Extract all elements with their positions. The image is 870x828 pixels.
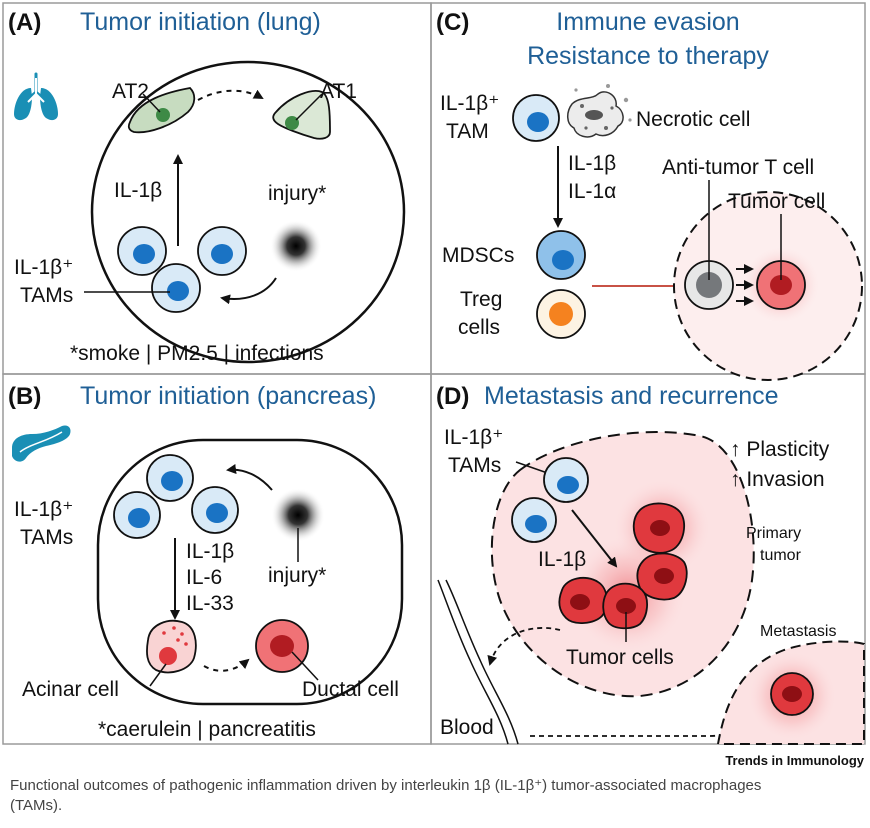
tumor-cell xyxy=(632,502,686,554)
acinar-to-ductal-arrow xyxy=(203,658,250,672)
panel-a-title: Tumor initiation (lung) xyxy=(80,8,321,36)
tumor-cell xyxy=(756,260,806,310)
ductal-pointer xyxy=(291,651,319,681)
injury-spot xyxy=(271,488,325,542)
tumor-label: Tumor cell xyxy=(728,190,825,213)
tumor-cell xyxy=(636,552,688,601)
primary-tumor-label-2: tumor xyxy=(760,547,802,564)
journal-credit: Trends in Immunology xyxy=(725,753,864,768)
panel-b-tams-label-2: TAMs xyxy=(20,526,73,549)
panel-b-injury-label: injury* xyxy=(268,564,326,587)
figure-caption: Functional outcomes of pathogenic inflam… xyxy=(10,777,762,814)
mdsc-cell xyxy=(536,230,586,280)
panel-a-injury-label: injury* xyxy=(268,182,326,205)
tumor-cell xyxy=(770,672,814,716)
t-cell xyxy=(684,260,734,310)
pancreas-icon xyxy=(12,425,71,462)
invasion-label: ↑ Invasion xyxy=(730,468,825,491)
panel-a-il1b-label: IL-1β xyxy=(114,179,162,202)
panel-a-tams-label-1: IL-1β⁺ xyxy=(14,256,73,279)
primary-tumor-label-1: Primary xyxy=(746,525,801,542)
acinar-label: Acinar cell xyxy=(22,678,119,701)
figure-canvas: (A) Tumor initiation (lung) AT2 AT1 IL xyxy=(2,2,866,768)
panel-c: (C) Immune evasion Resistance to therapy… xyxy=(436,8,863,381)
intravasation-arrow xyxy=(487,627,561,666)
il1b-arrow xyxy=(571,509,618,568)
panel-c-title-1: Immune evasion xyxy=(556,8,739,36)
panel-b-letter: (B) xyxy=(8,383,41,410)
at1-pointer xyxy=(295,93,323,121)
lung-icon xyxy=(14,72,58,121)
injury-to-tam-arrow xyxy=(226,464,273,491)
panel-a-tams-label-2: TAMs xyxy=(20,284,73,307)
macrophage-cell xyxy=(151,263,201,313)
panel-c-tam-label-1: IL-1β⁺ xyxy=(440,92,499,115)
macrophage-cell xyxy=(197,226,247,276)
metastasis-label: Metastasis xyxy=(760,623,836,640)
panel-d: (D) Metastasis and recurrence IL-1β⁺ TAM… xyxy=(436,382,865,745)
blood-vessel-wall xyxy=(437,579,509,745)
acinar-cell xyxy=(146,619,197,674)
panel-d-frame xyxy=(430,373,866,745)
tumor-cell xyxy=(602,582,648,630)
panel-c-letter: (C) xyxy=(436,9,469,36)
panel-b-cytokine-3: IL-33 xyxy=(186,592,234,615)
panel-c-title-2: Resistance to therapy xyxy=(527,42,769,70)
at1-label: AT1 xyxy=(320,80,357,103)
macrophage-cell xyxy=(543,457,589,503)
macrophage-cell xyxy=(113,491,161,539)
panel-b-cytokine-2: IL-6 xyxy=(186,566,222,589)
panel-a-footnote: *smoke | PM2.5 | infections xyxy=(70,342,324,365)
mdscs-label: MDSCs xyxy=(442,244,514,267)
plasticity-label: ↑ Plasticity xyxy=(730,438,830,461)
necrotic-cell xyxy=(567,84,632,138)
panel-a: (A) Tumor initiation (lung) AT2 AT1 IL xyxy=(8,8,406,365)
panel-c-cytokine-2: IL-1α xyxy=(568,180,616,203)
at2-to-at1-arrow xyxy=(197,89,264,101)
panel-b-footnote: *caerulein | pancreatitis xyxy=(98,718,316,741)
macrophage-cell xyxy=(146,454,194,502)
necrotic-label: Necrotic cell xyxy=(636,108,750,131)
panel-b-cytokine-1: IL-1β xyxy=(186,540,234,563)
panel-c-tam-label-2: TAM xyxy=(446,120,489,143)
ductal-label: Ductal cell xyxy=(302,678,399,701)
injury-spot xyxy=(270,220,322,272)
tumor-cells-label: Tumor cells xyxy=(566,646,674,669)
macrophage-cell xyxy=(191,486,239,534)
injury-to-tam-arrow xyxy=(220,277,277,305)
panel-d-tams-label-2: TAMs xyxy=(448,454,501,477)
treg-label-2: cells xyxy=(458,316,500,339)
panel-d-tams-label-1: IL-1β⁺ xyxy=(444,426,503,449)
panel-a-letter: (A) xyxy=(8,9,41,36)
ductal-cell xyxy=(255,619,309,673)
extravasation-arrow xyxy=(530,710,754,737)
at2-label: AT2 xyxy=(112,80,149,103)
panel-b-tams-label-1: IL-1β⁺ xyxy=(14,498,73,521)
panel-b: (B) Tumor initiation (pancreas) injury* … xyxy=(8,382,404,741)
panel-d-il1b-label: IL-1β xyxy=(538,548,586,571)
acinar-pointer xyxy=(149,663,167,687)
lung-alveolus-circle xyxy=(90,60,406,364)
macrophage-cell xyxy=(512,94,560,142)
tumor-cell xyxy=(558,576,608,624)
panel-c-cytokine-1: IL-1β xyxy=(568,152,616,175)
tcell-label: Anti-tumor T cell xyxy=(662,156,814,179)
blood-vessel-wall xyxy=(445,579,519,745)
pancreas-tissue-outline xyxy=(96,438,404,706)
treg-cell xyxy=(536,289,586,339)
blood-label: Blood xyxy=(440,716,494,739)
panel-b-title: Tumor initiation (pancreas) xyxy=(80,382,376,410)
treg-label-1: Treg xyxy=(460,288,502,311)
at2-pointer xyxy=(142,93,161,113)
panel-d-title: Metastasis and recurrence xyxy=(484,382,779,410)
macrophage-cell xyxy=(117,226,167,276)
macrophage-cell xyxy=(511,497,557,543)
panel-d-letter: (D) xyxy=(436,383,469,410)
